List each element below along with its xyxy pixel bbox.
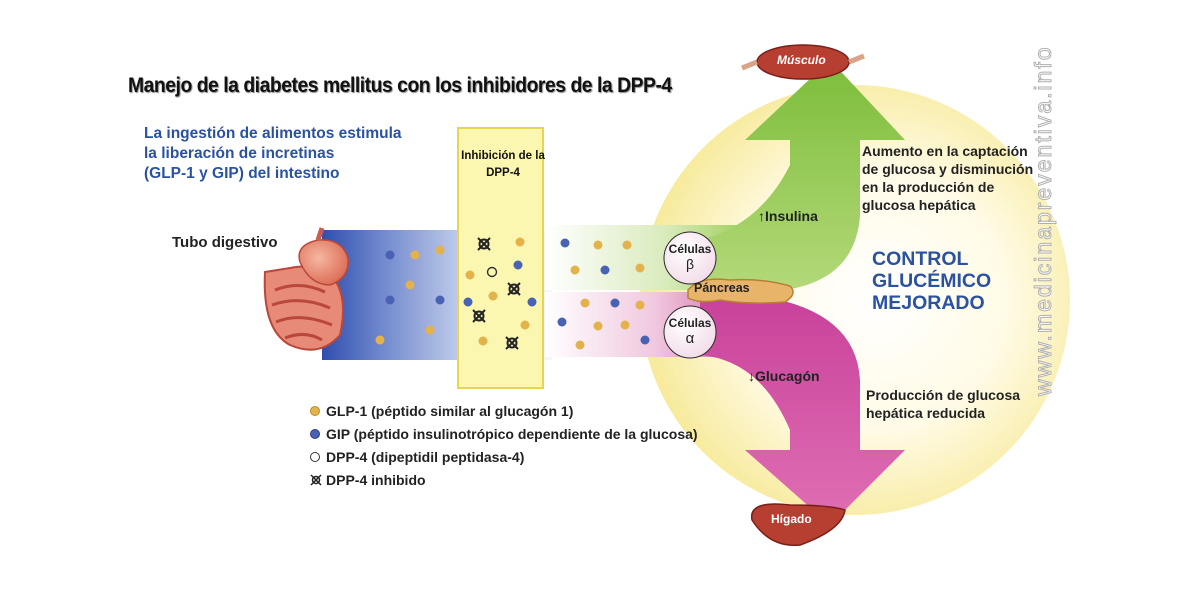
beta-cell-label: Células β: [666, 242, 714, 272]
inhibition-label: Inhibición de la DPP-4: [461, 148, 545, 182]
musculo-label: Músculo: [777, 53, 826, 67]
outcome-line: Producción de glucosa: [866, 387, 1021, 403]
intestine-illustration: [263, 227, 349, 351]
glp1-dot-icon: [310, 406, 320, 416]
insulin-arrow: [700, 60, 905, 292]
beta-cell-symbol: β: [685, 256, 695, 272]
muscle-outcome-text: Aumento en la captación de glucosa y dis…: [862, 142, 1033, 214]
intro-line: La ingestión de alimentos estimula: [144, 125, 402, 142]
beta-cell-line: Células: [668, 242, 712, 256]
control-line: GLUCÉMICO: [872, 270, 992, 292]
legend-label: GLP-1 (péptido similar al glucagón 1): [326, 403, 574, 419]
inhibition-box: [457, 127, 544, 389]
inhibition-label-line: DPP-4: [486, 167, 520, 179]
legend-item-dpp4: DPP-4 (dipeptidil peptidasa-4): [310, 447, 524, 467]
muscle-illustration: [741, 44, 865, 80]
website-watermark: www.medicinapreventiva.info: [1030, 45, 1066, 397]
liver-outcome-text: Producción de glucosa hepática reducida: [866, 386, 1020, 422]
glucagon-arrow: [700, 292, 905, 525]
molecule-dots: [375, 237, 650, 350]
outcome-line: de glucosa y disminución: [862, 161, 1034, 177]
pancreas-illustration: [687, 278, 794, 304]
alpha-cell-label: Células α: [666, 316, 714, 346]
pancreas-label: Páncreas: [694, 281, 750, 295]
legend-item-dpp4-inhibited: DPP-4 inhibido: [310, 470, 426, 490]
alpha-cell-symbol: α: [685, 330, 695, 347]
alpha-cell-line: Células: [668, 316, 712, 330]
control-glucemico-text: CONTROL GLUCÉMICO MEJORADO: [872, 248, 991, 314]
legend-label: DPP-4 inhibido: [326, 472, 426, 488]
control-halo: [640, 85, 1070, 515]
outcome-line: hepática reducida: [866, 405, 986, 421]
tubo-digestivo-label: Tubo digestivo: [172, 234, 278, 251]
dpp4-inhibited-icon: [310, 474, 322, 486]
liver-illustration: [750, 503, 846, 547]
intro-line: (GLP-1 y GIP) del intestino: [144, 165, 340, 182]
website-text: www.medicinapreventiva.info: [1030, 45, 1057, 397]
intro-text: La ingestión de alimentos estimula la li…: [144, 124, 402, 184]
page-title: Manejo de la diabetes mellitus con los i…: [128, 74, 672, 97]
control-line: MEJORADO: [872, 292, 985, 314]
legend-item-gip: GIP (péptido insulinotrópico dependiente…: [310, 424, 698, 444]
dpp4-inhibited-markers: [472, 237, 521, 350]
dpp4-dot-icon: [310, 452, 320, 462]
beta-cell: [663, 231, 717, 285]
control-line: CONTROL: [872, 248, 969, 270]
legend-label: GIP (péptido insulinotrópico dependiente…: [326, 426, 698, 442]
insulina-label: ↑Insulina: [758, 208, 818, 224]
outcome-line: Aumento en la captación: [862, 143, 1028, 159]
outcome-line: en la producción de: [862, 179, 995, 195]
higado-label: Hígado: [771, 512, 812, 526]
alpha-cell: [663, 305, 717, 359]
legend-label: DPP-4 (dipeptidil peptidasa-4): [326, 449, 525, 465]
inhibition-label-line: Inhibición de la: [461, 150, 545, 162]
legend-item-glp1: GLP-1 (péptido similar al glucagón 1): [310, 401, 573, 421]
glucagon-label: ↓Glucagón: [748, 368, 820, 384]
intro-line: la liberación de incretinas: [144, 145, 335, 162]
gip-dot-icon: [310, 429, 320, 439]
outcome-line: glucosa hepática: [862, 197, 976, 213]
